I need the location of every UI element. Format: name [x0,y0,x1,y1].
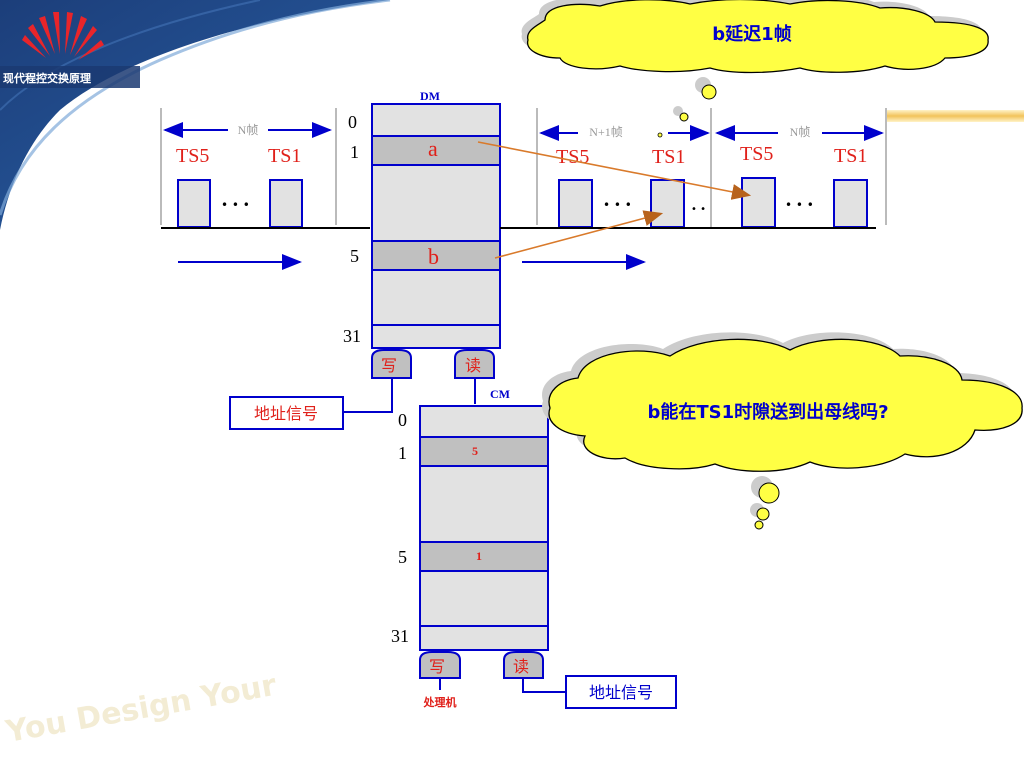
dm-memory: DM a b 0 1 5 31 [343,89,501,349]
dm-row-1: 1 [350,142,359,162]
cm-cell-1-label: 5 [472,444,478,458]
dm-row-5: 5 [350,246,359,266]
arrow-a-to-ts5 [477,141,752,200]
cm-memory: CM 5 1 0 1 5 31 [391,387,549,651]
cm-address-line [522,678,566,693]
processor-label: 处理机 [423,695,457,709]
right-frame-a: N+1帧 TS5 TS1 • • • [536,108,710,228]
dm-cell-b [371,240,501,271]
address-signal-box-right: 地址信号 [565,675,677,709]
left-frame: N帧 TS5 TS1 • • • [160,108,370,270]
arrow-b-to-ts1 [494,210,664,259]
dm-cell-a [371,135,501,166]
cm-read-gate: 读 [503,651,544,679]
right-frame-b: N帧 TS5 TS1 • • • [715,108,887,228]
dm-cell-a-label: a [428,136,438,161]
logo-text: 现代程控交换原理 [3,71,91,85]
bubble-top-text: b延迟1帧 [712,23,791,45]
left-ts5: TS5 [176,145,209,167]
cm-row-0: 0 [398,410,407,430]
right-a-ts1: TS1 [652,146,685,168]
right-frame-b-label: N帧 [790,125,811,139]
dm-read_label: 读 [465,357,481,375]
cm-read_label: 读 [513,658,529,676]
right-b-slot-ts1 [833,179,868,228]
right-b-dots: • • • [785,198,814,212]
dm-row-0: 0 [348,112,357,132]
cm-row-5: 5 [398,547,407,567]
cm-row-31: 31 [391,626,409,646]
dm-write_label: 写 [381,358,397,375]
right-frame-a-label: N+1帧 [589,125,622,139]
dm-row-31: 31 [343,326,361,346]
dm-write-gate: 写 [371,349,412,379]
cm-cell-5-label: 1 [476,549,482,563]
dm-read-gate: 读 [454,349,495,379]
watermark: You Design Your [2,668,279,750]
cm-write-gate: 写 [419,651,461,679]
left-slot-ts1 [269,179,303,228]
thought-bubble-top: b延迟1帧 [521,0,989,138]
gap-dots: • • [691,204,706,215]
accent-bar [887,110,1024,122]
dm-title: DM [420,89,440,103]
thought-bubble-middle: b能在TS1时隙送到出母线吗? [542,332,1023,530]
address-signal-box-left: 地址信号 [229,396,344,430]
logo-icon [22,12,104,60]
right-a-slot-ts1 [650,179,685,228]
cm-cell-1 [419,436,549,467]
right-a-slot-ts5 [558,179,593,228]
left-frame-label: N帧 [238,123,259,137]
right-a-dots: • • • [603,198,632,212]
left-ts1: TS1 [268,145,301,167]
bubble-middle-text: b能在TS1时隙送到出母线吗? [647,401,888,423]
left-dots: • • • [221,198,250,212]
cm-write_label: 写 [429,659,445,676]
left-slot-ts5 [177,179,211,228]
right-b-ts5: TS5 [740,143,773,165]
right-a-ts5: TS5 [556,146,589,168]
dm-cell-b-label: b [428,244,439,269]
cm-title: CM [490,387,510,401]
cm-cell-5 [419,541,549,572]
address_signal: 地址信号 [589,684,653,702]
address_signal: 地址信号 [254,405,318,423]
cm-row-1: 1 [398,443,407,463]
dm-address-line [343,378,393,413]
right-b-ts1: TS1 [834,145,867,167]
right-b-slot-ts5 [741,177,776,228]
